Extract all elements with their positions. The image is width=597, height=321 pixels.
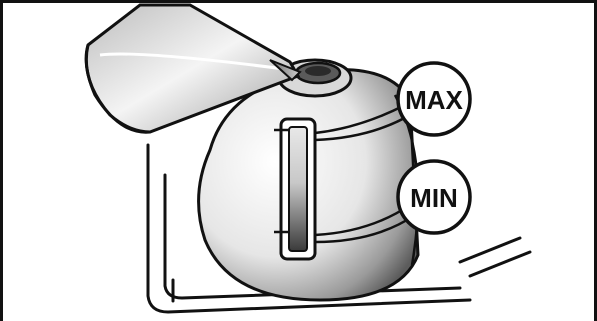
water-jug [84,3,302,134]
min-callout: MIN [396,159,472,235]
max-label: MAX [405,85,463,115]
machine-housing [146,106,532,314]
min-label: MIN [410,183,458,213]
water-level-window [274,117,317,261]
max-callout: MAX [396,61,472,137]
